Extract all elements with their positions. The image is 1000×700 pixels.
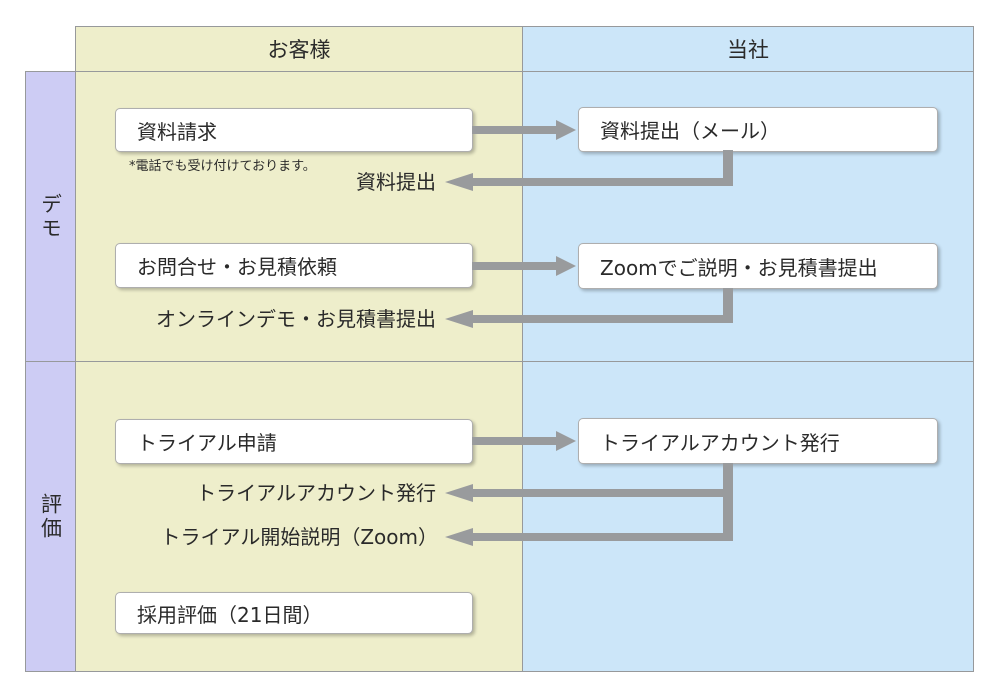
arrow-elbow <box>723 463 733 541</box>
box-request-docs-label: 資料請求 <box>137 119 217 144</box>
arrow-shaft <box>472 126 556 134</box>
arrow-shaft <box>473 489 732 497</box>
arrow-shaft <box>472 437 556 445</box>
arrow-left-head-icon <box>445 528 473 546</box>
arrow-shaft <box>472 262 556 270</box>
box-trial-apply: トライアル申請 <box>115 419 473 464</box>
box-adoption-eval: 採用評価（21日間） <box>115 592 473 634</box>
box-submit-docs-label: 資料提出（メール） <box>600 119 780 143</box>
header-customer-label: お客様 <box>267 38 331 62</box>
arrow-right-head-icon <box>556 120 576 140</box>
lane-eval-company <box>522 361 974 672</box>
header-customer-column: お客様 <box>75 26 523 72</box>
arrow-left-head-icon <box>445 484 473 502</box>
box-trial-account: トライアルアカウント発行 <box>578 418 938 464</box>
box-adoption-eval-label: 採用評価（21日間） <box>137 602 323 627</box>
header-company-label: 当社 <box>727 38 769 62</box>
label-trial-account-issued: トライアルアカウント発行 <box>196 481 436 505</box>
label-online-demo: オンラインデモ・お見積書提出 <box>156 307 436 331</box>
arrow-elbow <box>723 288 733 323</box>
arrow-right-head-icon <box>556 256 576 276</box>
arrow-left-head-icon <box>445 173 473 191</box>
box-submit-docs: 資料提出（メール） <box>578 107 938 152</box>
phase-eval-label: 評価 <box>38 492 63 541</box>
header-company-column: 当社 <box>522 26 974 72</box>
box-inquiry: お問合せ・お見積依頼 <box>115 243 473 288</box>
label-trial-start: トライアル開始説明（Zoom） <box>160 525 438 549</box>
phase-demo-label: デモ <box>38 192 63 241</box>
phase-demo-row: デモ <box>25 71 76 362</box>
arrow-left-head-icon <box>445 310 473 328</box>
box-request-docs: 資料請求 <box>115 108 473 152</box>
arrow-elbow <box>723 150 733 186</box>
box-zoom-explain: Zoomでご説明・お見積書提出 <box>578 243 938 289</box>
phase-eval-row: 評価 <box>25 361 76 672</box>
arrow-shaft <box>473 533 732 541</box>
note-phone: *電話でも受け付けております。 <box>129 159 316 174</box>
box-zoom-explain-label: Zoomでご説明・お見積書提出 <box>600 255 878 280</box>
arrow-right-head-icon <box>556 431 576 451</box>
label-docs-submitted: 資料提出 <box>356 170 436 194</box>
box-trial-account-label: トライアルアカウント発行 <box>600 430 840 455</box>
arrow-shaft <box>473 315 732 323</box>
box-trial-apply-label: トライアル申請 <box>137 431 277 455</box>
arrow-shaft <box>473 178 732 186</box>
box-inquiry-label: お問合せ・お見積依頼 <box>137 255 337 279</box>
